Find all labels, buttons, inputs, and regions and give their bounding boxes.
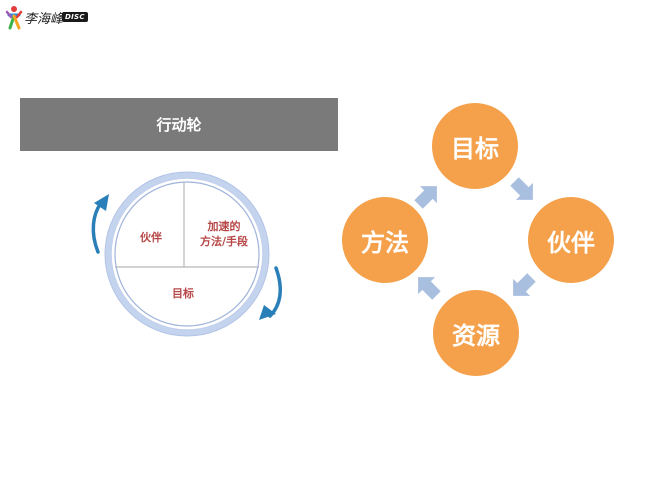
curved-arrow-top-left-icon [91,194,109,254]
cycle-node-method: 方法 [342,197,428,283]
cycle-arrow-target-to-partner-icon [510,177,533,200]
logo-badge: DISC [62,12,88,22]
curved-arrow-bottom-right-icon [259,266,283,320]
cycle-arrow-resource-to-method-icon [418,277,441,300]
logo-text: 李海峰 [24,12,64,27]
cycle-arrow-partner-to-resource-icon [513,273,536,296]
wheel-label-speed-method: 加速的 方法/手段 [186,219,262,249]
wheel-label-target: 目标 [172,287,194,300]
cycle-node-target: 目标 [432,103,518,189]
cycle-node-resource: 资源 [433,290,519,376]
wheel-label-partner: 伙伴 [140,231,162,244]
cycle-node-partner: 伙伴 [528,197,614,283]
wheel-ring [104,171,270,337]
logo-icon [5,6,23,30]
cycle-arrow-method-to-target-icon [414,186,437,209]
wheel-label-speed-line1: 加速的 [207,220,241,233]
header-title: 行动轮 [156,116,202,134]
header-bar: 行动轮 [20,98,338,151]
wheel-label-speed-line2: 方法/手段 [199,235,249,248]
